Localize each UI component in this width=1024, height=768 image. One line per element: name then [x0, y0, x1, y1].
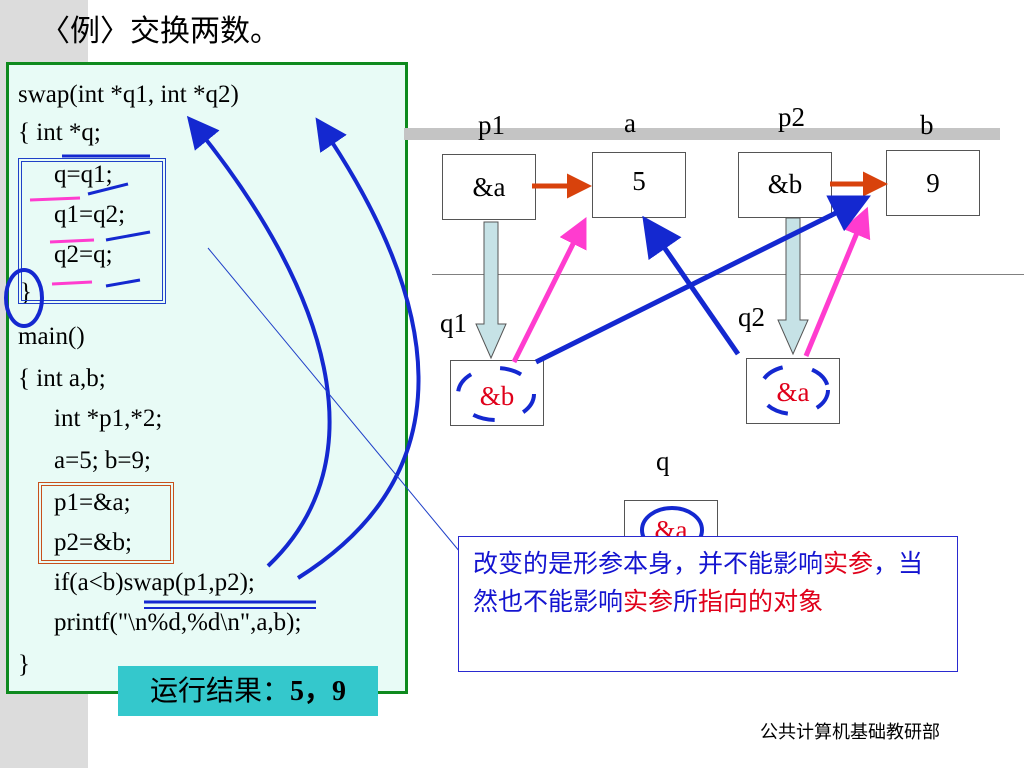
- main-memory-rule: [404, 128, 1000, 140]
- curve-arrow-p1-to-q1: [186, 115, 332, 568]
- code-line-if-swap: if(a<b)swap(p1,p2);: [54, 569, 255, 596]
- swap-body-strokes: [29, 182, 151, 288]
- value-p2: &b: [767, 169, 803, 199]
- value-a: 5: [632, 166, 646, 196]
- label-p1: p1: [478, 110, 505, 140]
- result-box: 运行结果：5，9: [118, 666, 378, 716]
- note-text-2: 实参: [823, 549, 874, 578]
- note-text-7: 对象: [773, 587, 824, 616]
- label-q: q: [656, 446, 670, 476]
- swap-body-highlight-box: [18, 158, 166, 304]
- arrow-q2-to-b: [803, 206, 871, 357]
- code-line-printf: printf("\n%d,%d\n",a,b);: [54, 609, 302, 636]
- code-line-main: main(): [18, 323, 85, 350]
- box-b: 9: [886, 150, 980, 216]
- code-line-q2-eq-q: q2=q;: [54, 241, 113, 268]
- copy-arrow-p2-q2: [777, 217, 809, 356]
- code-line-decl-ab: { int a,b;: [18, 365, 106, 392]
- brace-circle: [4, 268, 44, 328]
- code-line-end-brace: }: [18, 651, 30, 678]
- box-p2: &b: [738, 152, 832, 218]
- note-text-6: 指向的: [698, 587, 774, 616]
- arrow-q2-new-to-a: [642, 215, 741, 356]
- copy-arrow-p1-q1: [475, 221, 507, 360]
- assign-highlight-box: [38, 482, 174, 564]
- note-text-1: 改变的是形参本身，并不能影响: [473, 549, 824, 578]
- label-a: a: [624, 108, 636, 138]
- code-line-p2-eq-addr-b: p2=&b;: [54, 529, 132, 556]
- box-a: 5: [592, 152, 686, 218]
- code-line-p1-eq-addr-a: p1=&a;: [54, 489, 131, 516]
- value-q1: &b: [479, 381, 515, 411]
- code-panel: [6, 62, 408, 694]
- box-p1: &a: [442, 154, 536, 220]
- curve-arrow-p2-to-q2: [296, 117, 421, 580]
- value-b: 9: [926, 168, 940, 198]
- code-line-q1-eq-q2: q1=q2;: [54, 201, 126, 228]
- code-line-close-brace: }: [20, 279, 32, 306]
- label-b: b: [920, 110, 934, 140]
- note-text-3: ，当然也不能影响: [473, 549, 924, 616]
- footer-department: 公共计算机基础教研部: [760, 722, 940, 743]
- label-p2: p2: [778, 102, 805, 132]
- value-p1: &a: [472, 172, 506, 202]
- label-q1: q1: [440, 308, 467, 338]
- explanation-note: 改变的是形参本身，并不能影响实参，当然也不能影响实参所指向的对象: [458, 536, 958, 672]
- code-line-q-eq-q1: q=q1;: [54, 161, 113, 188]
- code-line-assign-ab: a=5; b=9;: [54, 447, 151, 474]
- ellipse-q2-value: [758, 364, 830, 416]
- result-value: 5，9: [290, 676, 347, 707]
- code-line-swap-signature: swap(int *q1, int *q2): [18, 81, 239, 108]
- value-q2: &a: [776, 377, 810, 407]
- note-text-5: 所: [673, 587, 699, 616]
- result-label: 运行结果：: [149, 674, 290, 707]
- arrow-q1-to-a: [511, 217, 587, 364]
- swap-frame-rule: [432, 274, 1024, 275]
- box-q2: &a: [746, 358, 840, 424]
- box-q1: &b: [450, 360, 544, 426]
- arrow-q1-new-to-b: [534, 195, 871, 365]
- code-line-decl-p: int *p1,*2;: [54, 405, 163, 432]
- ellipse-q1-value: [456, 366, 536, 422]
- note-pointer-line: [207, 247, 461, 553]
- code-line-decl-q: { int *q;: [18, 119, 101, 146]
- label-q2: q2: [738, 302, 765, 332]
- slide-title: 〈例〉交换两数。: [40, 15, 280, 48]
- note-text-4: 实参: [623, 587, 674, 616]
